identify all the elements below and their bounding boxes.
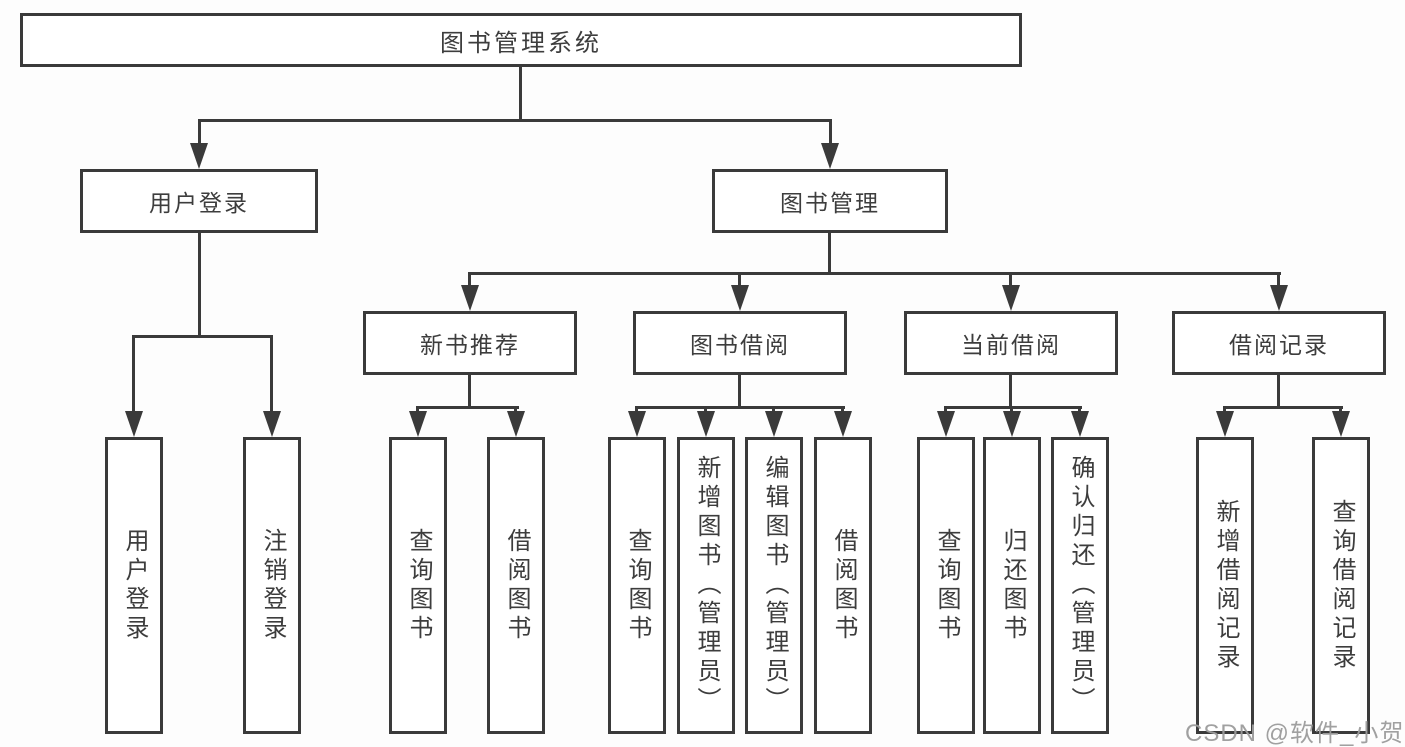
node-label: 新增图书（管理员）	[693, 455, 720, 716]
leaf-borrowing-edit-book-admin: 编辑图书（管理员）	[745, 437, 803, 734]
node-label: 确认归还（管理员）	[1067, 455, 1094, 716]
line	[828, 233, 831, 274]
arrowhead-down-icon	[1002, 285, 1020, 311]
line	[416, 406, 419, 414]
node-label: 用户登录	[121, 527, 148, 644]
arrowhead-down-icon	[1270, 285, 1288, 311]
leaf-recommend-borrow-books: 借阅图书	[487, 437, 545, 734]
node-label: 新增借阅记录	[1212, 498, 1239, 673]
line	[944, 406, 947, 414]
line	[1223, 406, 1226, 414]
line	[704, 406, 707, 414]
line	[1010, 406, 1013, 414]
line	[469, 272, 1281, 275]
arrowhead-down-icon	[697, 411, 715, 437]
node-label: 图书管理	[780, 190, 880, 216]
line	[635, 406, 638, 414]
arrowhead-down-icon	[1003, 411, 1021, 437]
arrowhead-down-icon	[507, 411, 525, 437]
line	[198, 119, 201, 145]
arrowhead-down-icon	[1071, 411, 1089, 437]
node-label: 借阅图书	[503, 527, 530, 644]
line	[417, 406, 519, 409]
arrowhead-down-icon	[125, 411, 143, 437]
node-label: 注销登录	[259, 527, 286, 644]
arrowhead-down-icon	[409, 411, 427, 437]
node-book-management: 图书管理	[712, 169, 948, 233]
arrowhead-down-icon	[461, 285, 479, 311]
node-label: 借阅记录	[1229, 332, 1329, 358]
node-label: 查询借阅记录	[1328, 498, 1355, 673]
leaf-recommend-query-books: 查询图书	[389, 437, 447, 734]
line	[772, 406, 775, 414]
line	[468, 272, 471, 287]
arrowhead-down-icon	[821, 143, 839, 169]
line	[945, 406, 1082, 409]
line	[1078, 406, 1081, 414]
leaf-borrowing-borrow-books: 借阅图书	[814, 437, 872, 734]
arrowhead-down-icon	[1332, 411, 1350, 437]
leaf-current-return-books: 归还图书	[983, 437, 1041, 734]
line	[132, 335, 273, 338]
node-label: 查询图书	[405, 527, 432, 644]
arrowhead-down-icon	[628, 411, 646, 437]
node-user-login: 用户登录	[80, 169, 318, 233]
line	[1277, 272, 1280, 287]
node-label: 图书管理系统	[440, 29, 602, 57]
node-label: 查询图书	[624, 527, 651, 644]
leaf-records-query-record: 查询借阅记录	[1312, 437, 1370, 734]
line	[1009, 375, 1012, 409]
line	[636, 406, 845, 409]
line	[132, 335, 135, 413]
leaf-logout: 注销登录	[243, 437, 301, 734]
line	[198, 233, 201, 337]
arrowhead-down-icon	[1216, 411, 1234, 437]
node-label: 编辑图书（管理员）	[761, 455, 788, 716]
node-borrowing-records: 借阅记录	[1172, 311, 1386, 375]
arrowhead-down-icon	[263, 411, 281, 437]
line	[270, 335, 273, 413]
arrowhead-down-icon	[834, 411, 852, 437]
node-book-borrowing: 图书借阅	[633, 311, 847, 375]
arrowhead-down-icon	[765, 411, 783, 437]
node-label: 图书借阅	[690, 332, 790, 358]
arrowhead-down-icon	[190, 143, 208, 169]
line	[1277, 375, 1280, 409]
arrowhead-down-icon	[731, 285, 749, 311]
line	[1339, 406, 1342, 414]
leaf-current-query-books: 查询图书	[917, 437, 975, 734]
line	[841, 406, 844, 414]
line	[468, 375, 471, 409]
leaf-user-login: 用户登录	[105, 437, 163, 734]
node-new-book-recommendation: 新书推荐	[363, 311, 577, 375]
node-library-system: 图书管理系统	[20, 13, 1022, 67]
line	[514, 406, 517, 414]
line	[738, 272, 741, 287]
leaf-records-add-record: 新增借阅记录	[1196, 437, 1254, 734]
line	[829, 119, 832, 145]
line	[738, 375, 741, 409]
node-label: 借阅图书	[830, 527, 857, 644]
arrowhead-down-icon	[937, 411, 955, 437]
line	[1224, 406, 1343, 409]
node-label: 查询图书	[933, 527, 960, 644]
node-label: 用户登录	[149, 190, 249, 216]
line	[198, 119, 831, 122]
leaf-borrowing-query-books: 查询图书	[608, 437, 666, 734]
line	[519, 67, 522, 119]
node-current-borrowing: 当前借阅	[904, 311, 1118, 375]
node-label: 新书推荐	[420, 332, 520, 358]
leaf-borrowing-add-book-admin: 新增图书（管理员）	[677, 437, 735, 734]
line	[1009, 272, 1012, 287]
watermark: CSDN @软件_小贺同学	[1185, 720, 1405, 747]
node-label: 当前借阅	[961, 332, 1061, 358]
node-label: 归还图书	[999, 527, 1026, 644]
leaf-current-confirm-return-admin: 确认归还（管理员）	[1051, 437, 1109, 734]
